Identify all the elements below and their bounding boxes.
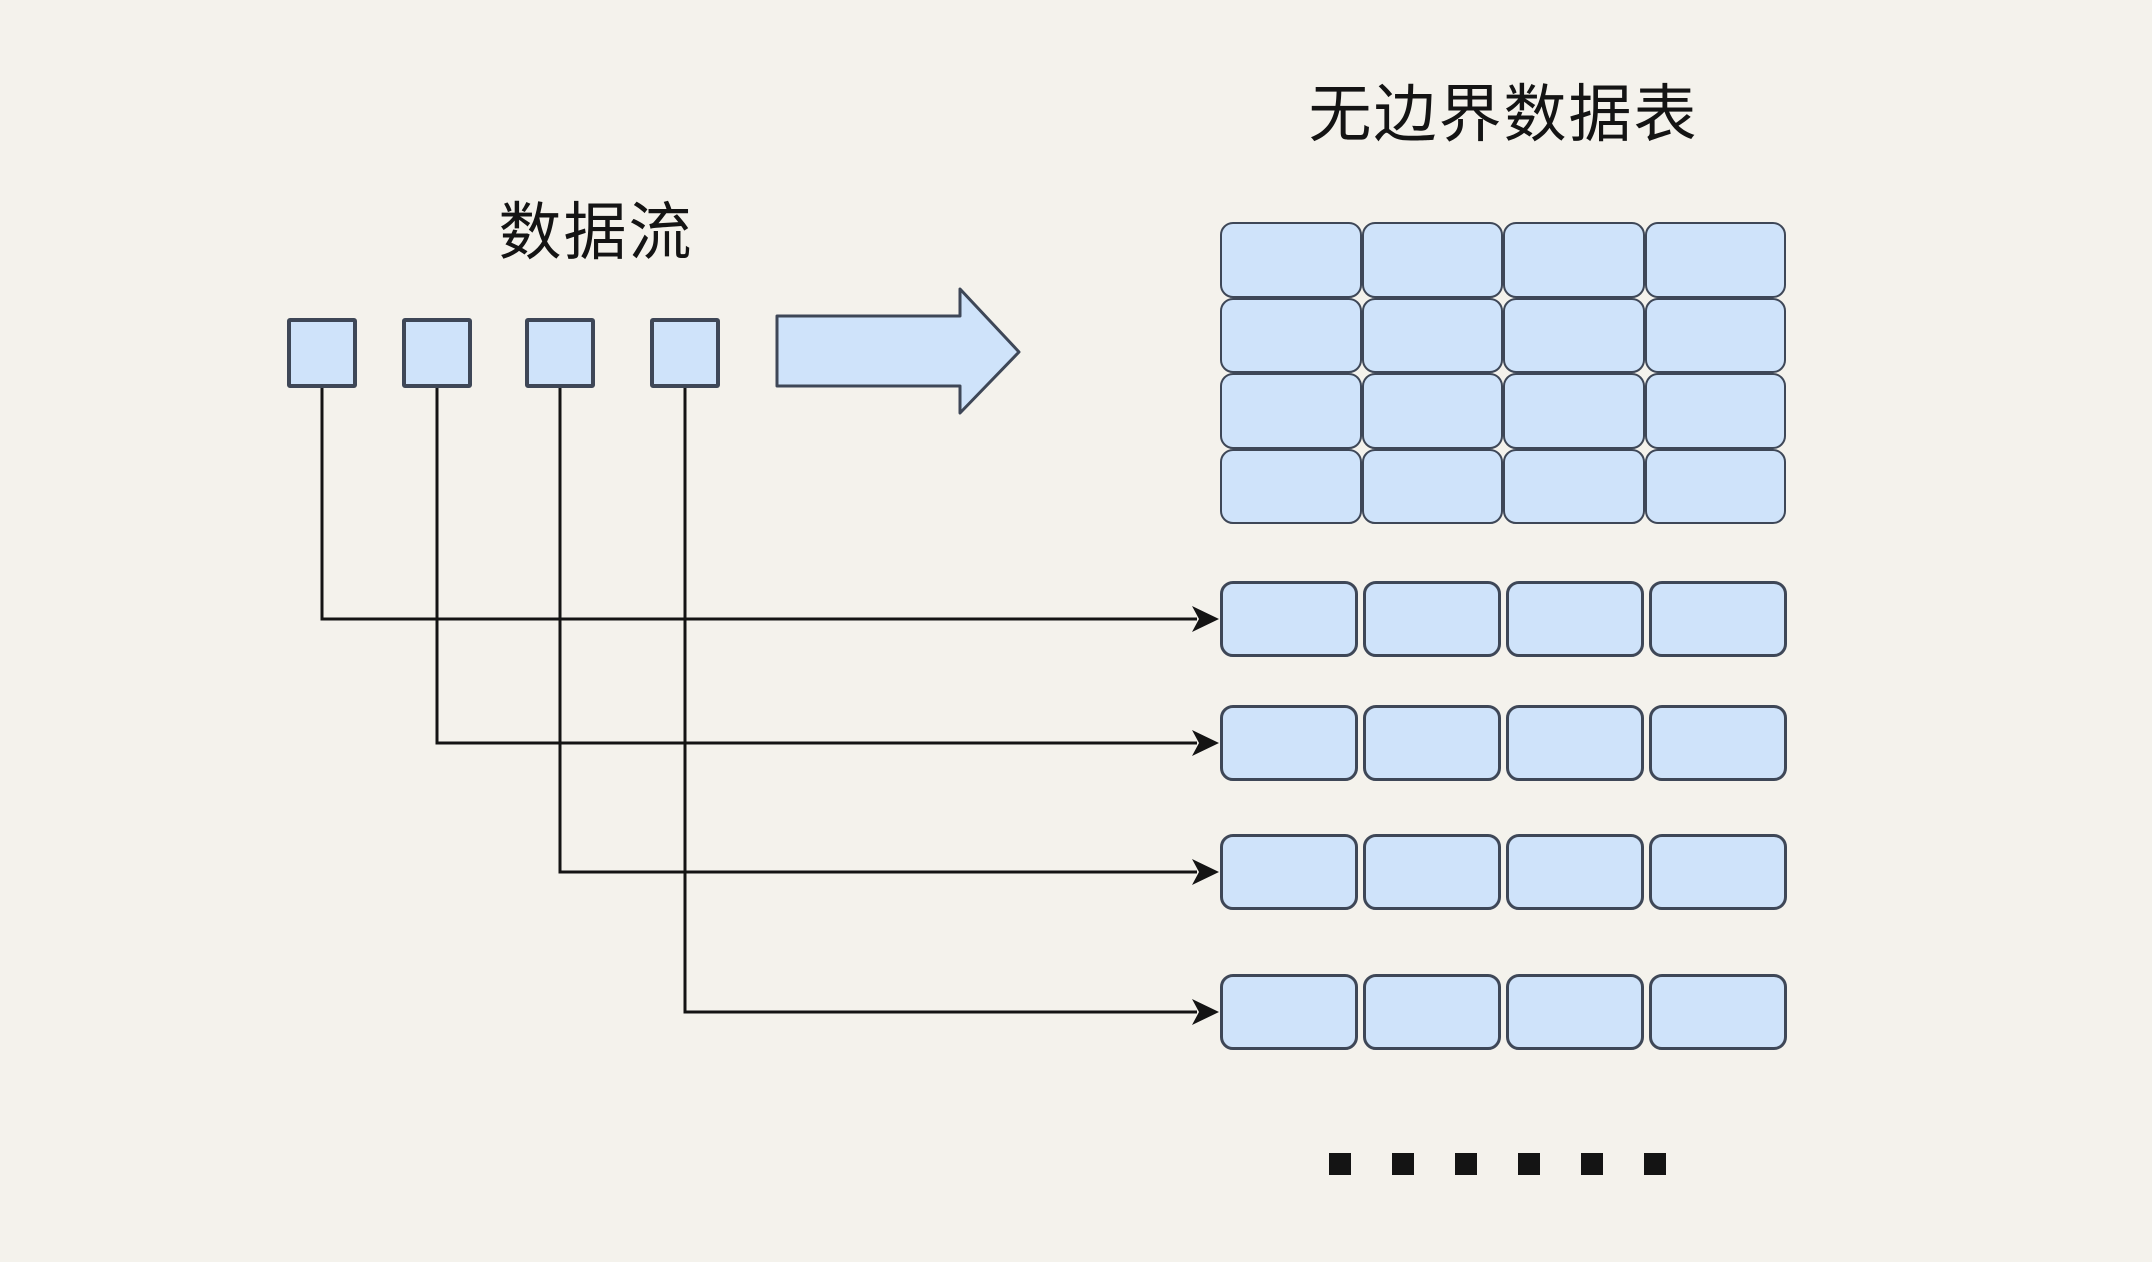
table-cell: [1220, 222, 1362, 298]
table-cell: [1506, 834, 1644, 910]
table-cell: [1644, 297, 1786, 373]
grid-row: [1220, 222, 1786, 298]
table-cell: [1649, 581, 1787, 657]
table-cell: [1649, 974, 1787, 1050]
table-row: [1220, 705, 1787, 781]
table-cell: [1220, 448, 1362, 524]
ellipsis-dot: [1644, 1153, 1666, 1175]
unbounded-table-grid: [1220, 222, 1786, 524]
table-cell: [1644, 448, 1786, 524]
table-cell: [1361, 222, 1503, 298]
stream-label: 数据流: [498, 198, 694, 268]
ellipsis-dot: [1518, 1153, 1540, 1175]
stream-square: [525, 318, 595, 388]
unbounded-table-title: 无边界数据表: [1308, 80, 1699, 150]
table-cell: [1644, 373, 1786, 449]
table-row: [1220, 834, 1787, 910]
table-cell: [1361, 297, 1503, 373]
table-cell: [1363, 705, 1501, 781]
table-row: [1220, 974, 1787, 1050]
table-row: [1220, 581, 1787, 657]
connector-line: [558, 388, 1197, 874]
connector-line: [435, 388, 1197, 745]
table-cell: [1363, 834, 1501, 910]
table-cell: [1506, 705, 1644, 781]
table-cell: [1220, 974, 1358, 1050]
ellipsis-dot: [1329, 1153, 1351, 1175]
arrowhead-icon: [1192, 730, 1219, 756]
flow-arrow-icon: [775, 287, 1021, 415]
table-cell: [1506, 974, 1644, 1050]
grid-row: [1220, 448, 1786, 524]
table-cell: [1220, 705, 1358, 781]
table-cell: [1503, 297, 1645, 373]
table-cell: [1363, 581, 1501, 657]
table-cell: [1506, 581, 1644, 657]
grid-row: [1220, 297, 1786, 373]
stream-square: [402, 318, 472, 388]
table-cell: [1361, 373, 1503, 449]
grid-row: [1220, 373, 1786, 449]
arrowhead-icon: [1192, 999, 1219, 1025]
table-cell: [1503, 448, 1645, 524]
ellipsis-dot: [1581, 1153, 1603, 1175]
stream-square: [287, 318, 357, 388]
table-cell: [1220, 581, 1358, 657]
table-cell: [1649, 834, 1787, 910]
connector-line: [320, 388, 1197, 621]
connector-line: [683, 388, 1197, 1014]
table-cell: [1220, 297, 1362, 373]
arrowhead-icon: [1192, 606, 1219, 632]
table-cell: [1220, 834, 1358, 910]
ellipsis-dot: [1392, 1153, 1414, 1175]
table-cell: [1363, 974, 1501, 1050]
table-cell: [1503, 373, 1645, 449]
table-cell: [1361, 448, 1503, 524]
table-cell: [1649, 705, 1787, 781]
stream-square: [650, 318, 720, 388]
ellipsis-dots: [1329, 1153, 1666, 1175]
table-cell: [1644, 222, 1786, 298]
ellipsis-dot: [1455, 1153, 1477, 1175]
arrowhead-icon: [1192, 859, 1219, 885]
table-cell: [1220, 373, 1362, 449]
table-cell: [1503, 222, 1645, 298]
